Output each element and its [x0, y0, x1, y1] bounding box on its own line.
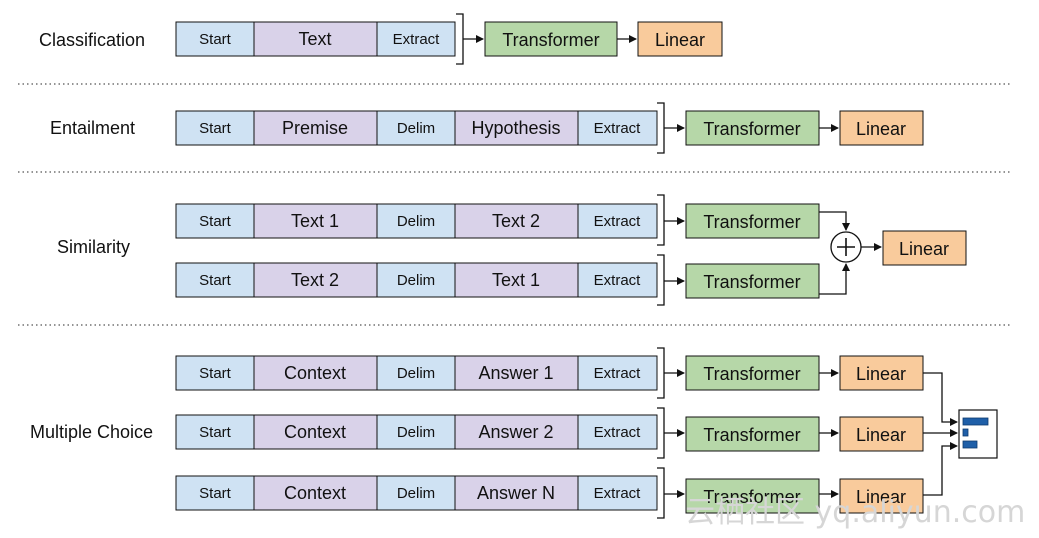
- token-text-1: Text 1: [291, 211, 339, 231]
- token-delim: Delim: [397, 120, 435, 137]
- label-similarity: Similarity: [57, 237, 130, 257]
- label-entailment: Entailment: [50, 118, 135, 138]
- token-answer-2: Answer 2: [478, 422, 553, 442]
- token-delim: Delim: [397, 365, 435, 382]
- token-start: Start: [199, 120, 232, 137]
- linear-box: Linear: [839, 355, 924, 391]
- sequence-choice-2: Start Context Delim Answer 2 Extract: [175, 414, 658, 450]
- token-text-2: Text 2: [291, 270, 339, 290]
- transformer-box: Transformer: [685, 110, 820, 146]
- token-delim: Delim: [397, 213, 435, 230]
- svg-text:Transformer: Transformer: [703, 487, 800, 507]
- plus-icon: [830, 231, 862, 263]
- token-text-2: Text 2: [492, 211, 540, 231]
- label-classification: Classification: [39, 30, 145, 50]
- watermark: 云栖社区 yq.aliyun.com: [685, 495, 1025, 530]
- linear-box: Linear: [637, 21, 723, 57]
- svg-text:Linear: Linear: [899, 239, 949, 259]
- token-start: Start: [199, 365, 232, 382]
- svg-text:Transformer: Transformer: [703, 119, 800, 139]
- bracket: [657, 467, 665, 519]
- bracket: [657, 347, 665, 399]
- token-delim: Delim: [397, 272, 435, 289]
- token-extract: Extract: [594, 365, 642, 382]
- transformer-box: Transformer: [685, 355, 820, 391]
- linear-box: Linear: [839, 110, 924, 146]
- svg-text:Transformer: Transformer: [703, 425, 800, 445]
- svg-text:Transformer: Transformer: [703, 212, 800, 232]
- softmax-output-icon: [958, 409, 998, 459]
- sequence-choice-1: Start Context Delim Answer 1 Extract: [175, 355, 658, 391]
- svg-text:Linear: Linear: [856, 425, 906, 445]
- bracket: [456, 13, 464, 65]
- token-answer-n: Answer N: [477, 483, 555, 503]
- svg-text:Transformer: Transformer: [502, 30, 599, 50]
- label-multiple-choice: Multiple Choice: [30, 422, 153, 442]
- token-start: Start: [199, 31, 232, 48]
- sequence-similarity-2: Start Text 2 Delim Text 1 Extract: [175, 262, 658, 298]
- token-start: Start: [199, 485, 232, 502]
- svg-text:Linear: Linear: [856, 119, 906, 139]
- token-start: Start: [199, 272, 232, 289]
- transformer-box: Transformer: [484, 21, 618, 57]
- token-extract: Extract: [393, 31, 441, 48]
- linear-box: Linear: [882, 230, 967, 266]
- token-context: Context: [284, 363, 346, 383]
- bracket: [657, 194, 665, 246]
- connector: [819, 263, 850, 295]
- svg-text:Transformer: Transformer: [703, 272, 800, 292]
- token-extract: Extract: [594, 120, 642, 137]
- svg-text:Linear: Linear: [856, 487, 906, 507]
- transformer-box: Transformer: [685, 203, 820, 239]
- token-extract: Extract: [594, 485, 642, 502]
- connector: [923, 442, 958, 496]
- token-delim: Delim: [397, 485, 435, 502]
- token-extract: Extract: [594, 213, 642, 230]
- bracket: [657, 102, 665, 154]
- sequence-choice-n: Start Context Delim Answer N Extract: [175, 475, 658, 511]
- svg-text:Transformer: Transformer: [703, 364, 800, 384]
- token-answer-1: Answer 1: [478, 363, 553, 383]
- token-extract: Extract: [594, 424, 642, 441]
- token-hypothesis: Hypothesis: [471, 118, 560, 138]
- token-text-1: Text 1: [492, 270, 540, 290]
- svg-text:Linear: Linear: [856, 364, 906, 384]
- svg-text:Linear: Linear: [655, 30, 705, 50]
- token-start: Start: [199, 213, 232, 230]
- token-extract: Extract: [594, 272, 642, 289]
- connector: [819, 211, 850, 231]
- sequence-classification: Start Text Extract: [175, 21, 456, 57]
- sequence-entailment: Start Premise Delim Hypothesis Extract: [175, 110, 658, 146]
- sequence-similarity-1: Start Text 1 Delim Text 2 Extract: [175, 203, 658, 239]
- token-delim: Delim: [397, 424, 435, 441]
- token-text: Text: [298, 29, 331, 49]
- token-start: Start: [199, 424, 232, 441]
- linear-box: Linear: [839, 416, 924, 452]
- transformer-box: Transformer: [685, 478, 820, 514]
- transformer-box: Transformer: [685, 263, 820, 299]
- connector: [923, 372, 958, 426]
- linear-box: Linear: [839, 478, 924, 514]
- bracket: [657, 407, 665, 459]
- token-context: Context: [284, 483, 346, 503]
- token-context: Context: [284, 422, 346, 442]
- bracket: [657, 254, 665, 306]
- token-premise: Premise: [282, 118, 348, 138]
- transformer-box: Transformer: [685, 416, 820, 452]
